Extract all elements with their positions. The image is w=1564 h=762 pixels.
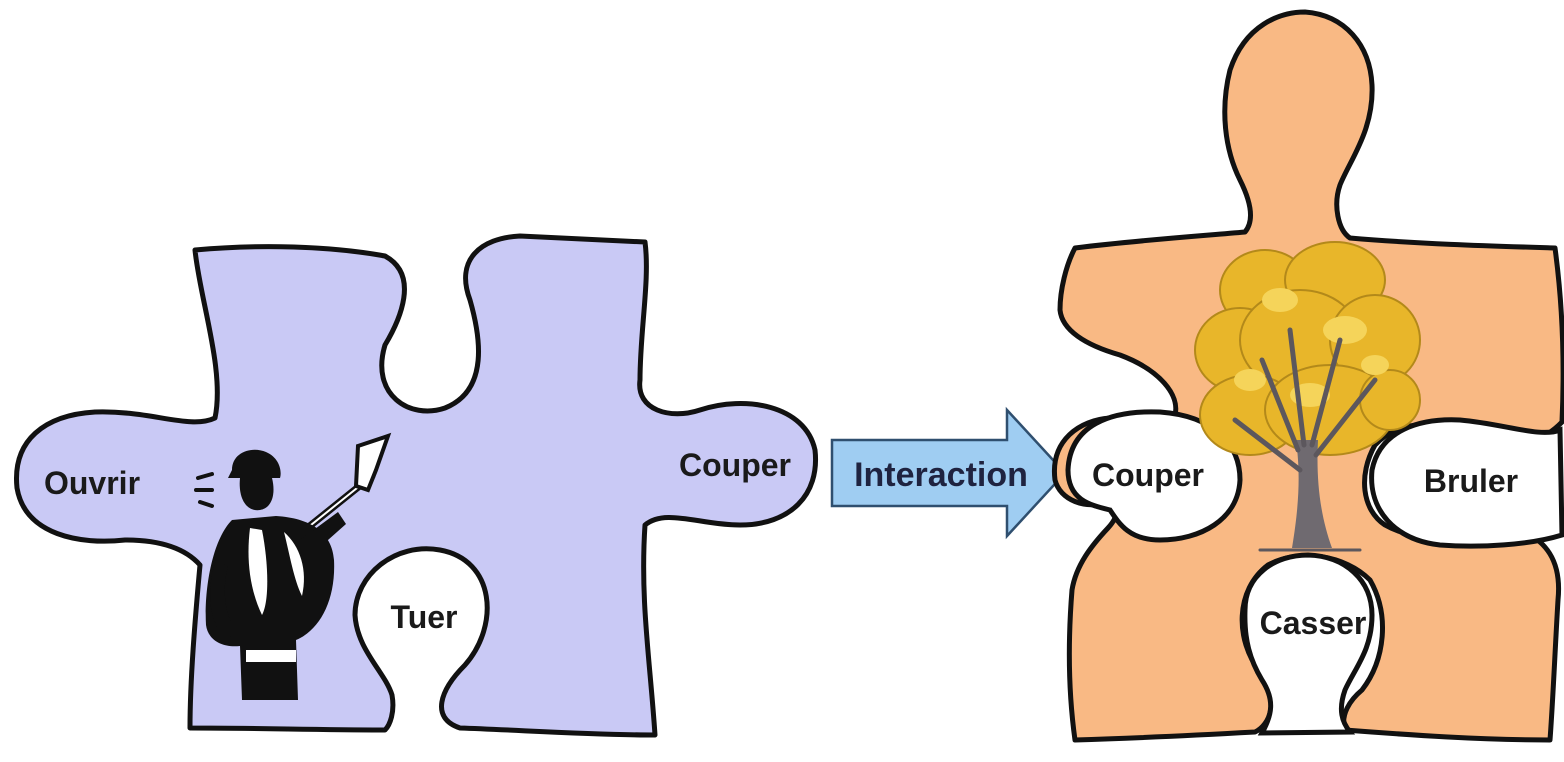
tree-icon [1194,241,1421,552]
object-left-slot [1065,409,1243,543]
interaction-label: Interaction [854,456,1028,494]
actor-puzzle-piece: Ouvrir Couper Tuer [14,233,819,738]
interaction-arrow: Interaction [830,406,1067,540]
object-right-slot [1369,417,1564,549]
object-bottom-slot [1242,552,1375,736]
actor-slot-right-label: Couper [679,447,791,483]
object-slot-right-label: Bruler [1424,463,1518,499]
actor-slot-left-label: Ouvrir [44,465,140,501]
object-puzzle-piece: Couper Bruler Casser [1051,9,1564,743]
object-slot-left-label: Couper [1092,457,1204,493]
actor-slot-bottom-label: Tuer [391,599,458,635]
lumberjack-with-axe-icon [194,432,392,700]
object-slot-bottom-label: Casser [1260,605,1367,641]
arrow-shape [830,406,1067,540]
